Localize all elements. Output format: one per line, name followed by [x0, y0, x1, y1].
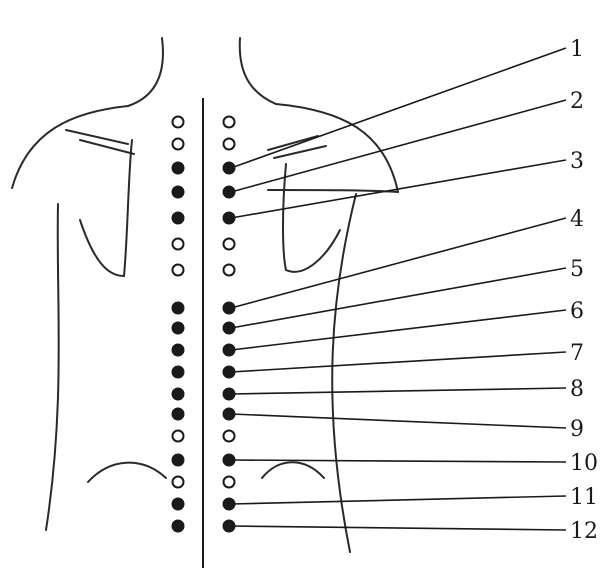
left-point-15-filled [173, 455, 184, 466]
hip-right [262, 462, 324, 478]
arm-inner-right [332, 194, 356, 552]
hip-left [88, 463, 166, 482]
clavicle-left-a [80, 140, 134, 154]
right-point-1-open [224, 117, 235, 128]
armpit-right [286, 230, 340, 272]
point-label-12: 12 [570, 519, 598, 544]
clavicle-right-b [274, 146, 326, 158]
scapula-right [283, 164, 286, 270]
left-point-column [173, 117, 184, 532]
left-point-16-open [173, 477, 184, 488]
left-point-10-filled [173, 345, 184, 356]
left-point-17-filled [173, 499, 184, 510]
point-label-1: 1 [570, 37, 584, 62]
point-label-4: 4 [570, 207, 584, 232]
left-point-1-open [173, 117, 184, 128]
leader-line-1 [231, 48, 566, 168]
neck-left [128, 38, 163, 106]
point-label-8: 8 [570, 377, 584, 402]
right-point-column [224, 117, 235, 532]
leader-line-9 [231, 414, 566, 428]
left-point-5-filled [173, 213, 184, 224]
point-label-5: 5 [570, 257, 584, 282]
point-label-9: 9 [570, 417, 584, 442]
armpit-left [80, 220, 124, 276]
right-point-7-open [224, 265, 235, 276]
point-label-11: 11 [570, 485, 598, 510]
point-label-2: 2 [570, 89, 584, 114]
leader-line-11 [231, 496, 566, 504]
right-point-6-open [224, 239, 235, 250]
point-label-10: 10 [570, 451, 598, 476]
scapula-left [124, 140, 132, 276]
shoulder-right [276, 104, 398, 192]
arm-inner-left [46, 204, 59, 530]
leader-line-4 [231, 218, 566, 308]
leader-line-8 [231, 388, 566, 394]
left-point-14-open [173, 431, 184, 442]
point-label-7: 7 [570, 341, 584, 366]
left-point-7-open [173, 265, 184, 276]
neck-right [240, 38, 276, 104]
point-label-6: 6 [570, 299, 584, 324]
right-point-16-open [224, 477, 235, 488]
leader-line-6 [231, 310, 566, 350]
left-point-9-filled [173, 323, 184, 334]
left-point-2-open [173, 139, 184, 150]
left-point-11-filled [173, 367, 184, 378]
right-point-14-open [224, 431, 235, 442]
clavicle-right-a [268, 136, 318, 150]
leader-lines [231, 48, 566, 530]
left-point-3-filled [173, 163, 184, 174]
leader-line-10 [231, 460, 566, 462]
clavicle-left-b [66, 130, 128, 144]
leader-line-3 [231, 160, 566, 218]
leader-line-5 [231, 268, 566, 328]
left-point-6-open [173, 239, 184, 250]
left-point-18-filled [173, 521, 184, 532]
left-point-8-filled [173, 303, 184, 314]
left-point-12-filled [173, 389, 184, 400]
leader-line-7 [231, 352, 566, 372]
left-point-4-filled [173, 187, 184, 198]
point-label-3: 3 [570, 149, 584, 174]
leader-line-12 [231, 526, 566, 530]
left-point-13-filled [173, 409, 184, 420]
right-point-2-open [224, 139, 235, 150]
body-outline [12, 38, 398, 552]
